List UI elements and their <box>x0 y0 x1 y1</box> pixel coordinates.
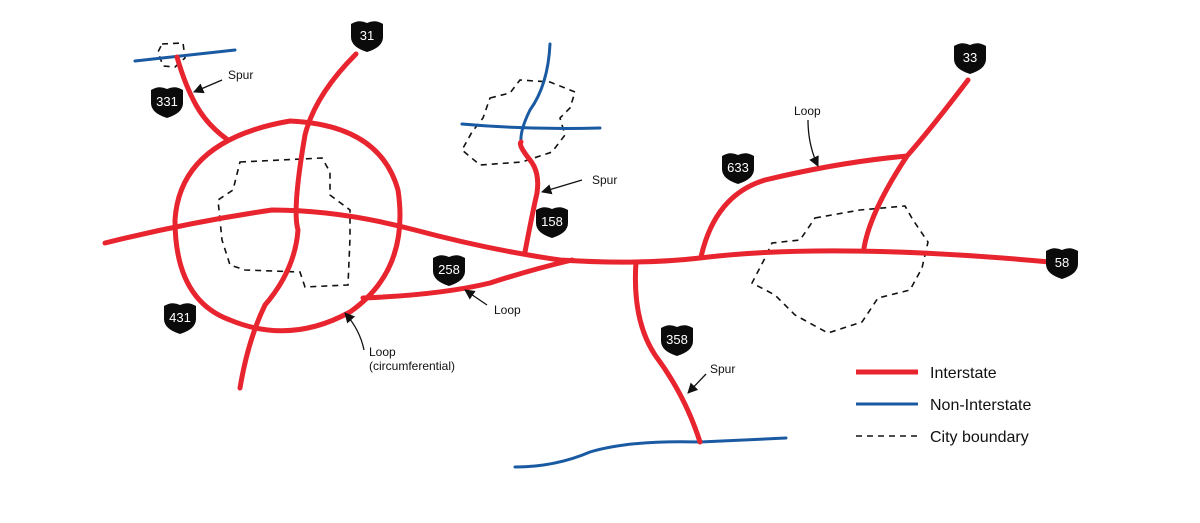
legend-interstate-label: Interstate <box>930 365 997 382</box>
city-boundary-east <box>750 205 929 334</box>
shield-33: 33 <box>954 43 986 74</box>
interstate-258 <box>360 257 575 301</box>
loop-431-arrow <box>344 312 365 351</box>
shield-158: 158 <box>536 207 568 238</box>
shield-31: 31 <box>351 21 383 52</box>
shield-258-label: 258 <box>438 262 460 277</box>
shield-633-label: 633 <box>727 160 749 175</box>
loop-258-label: Loop <box>494 303 521 317</box>
shield-331-label: 331 <box>156 94 178 109</box>
spur-158-arrow <box>541 179 583 195</box>
shield-331: 331 <box>151 87 183 118</box>
shield-31-label: 31 <box>360 28 374 43</box>
shield-158-label: 158 <box>541 214 563 229</box>
loop-258-arrow <box>464 289 488 306</box>
shield-33-label: 33 <box>963 50 977 65</box>
city-boundary-north-central <box>460 79 576 166</box>
interstate-33 <box>861 77 971 251</box>
city-boundary-north-small <box>157 42 186 68</box>
interstate-331 <box>174 54 231 143</box>
non-interstate-road-vertical <box>519 42 552 144</box>
loop-633-label: Loop <box>794 104 821 118</box>
city-boundary-west <box>217 157 351 288</box>
interstate-158 <box>517 139 541 255</box>
interstate-358 <box>632 259 703 445</box>
loop-431-sublabel: (circumferential) <box>369 359 455 373</box>
spur-331-arrow <box>193 79 223 94</box>
interstate-431-beltway <box>172 118 403 334</box>
spur-358-label: Spur <box>710 362 735 376</box>
interstate-31 <box>237 51 359 391</box>
non-interstate-roads <box>133 42 788 469</box>
non-interstate-road-north <box>133 48 237 63</box>
interstate-633 <box>698 153 910 260</box>
shield-431-label: 431 <box>169 310 191 325</box>
legend-city-boundary-label: City boundary <box>930 429 1029 446</box>
shield-358: 358 <box>661 325 693 356</box>
shield-358-label: 358 <box>666 332 688 347</box>
shield-58-label: 58 <box>1055 255 1069 270</box>
spur-358-arrow <box>687 373 707 394</box>
annotation-arrows <box>193 79 819 394</box>
non-interstate-road-south <box>513 436 788 469</box>
loop-431-label: Loop <box>369 345 396 359</box>
interstate-roads <box>102 51 1053 445</box>
legend: Interstate Non-Interstate City boundary <box>856 365 1031 446</box>
legend-non-interstate-label: Non-Interstate <box>930 397 1031 414</box>
shield-258: 258 <box>433 255 465 286</box>
shield-431: 431 <box>164 303 196 334</box>
shield-58: 58 <box>1046 248 1078 279</box>
interstate-58 <box>102 207 1053 265</box>
loop-633-arrow <box>807 119 819 167</box>
non-interstate-road-north-central <box>460 122 602 130</box>
spur-331-label: Spur <box>228 68 253 82</box>
annotation-labels: Spur Spur Spur Loop Loop Loop (circumfer… <box>228 68 821 376</box>
shield-633: 633 <box>722 153 754 184</box>
spur-158-label: Spur <box>592 173 617 187</box>
